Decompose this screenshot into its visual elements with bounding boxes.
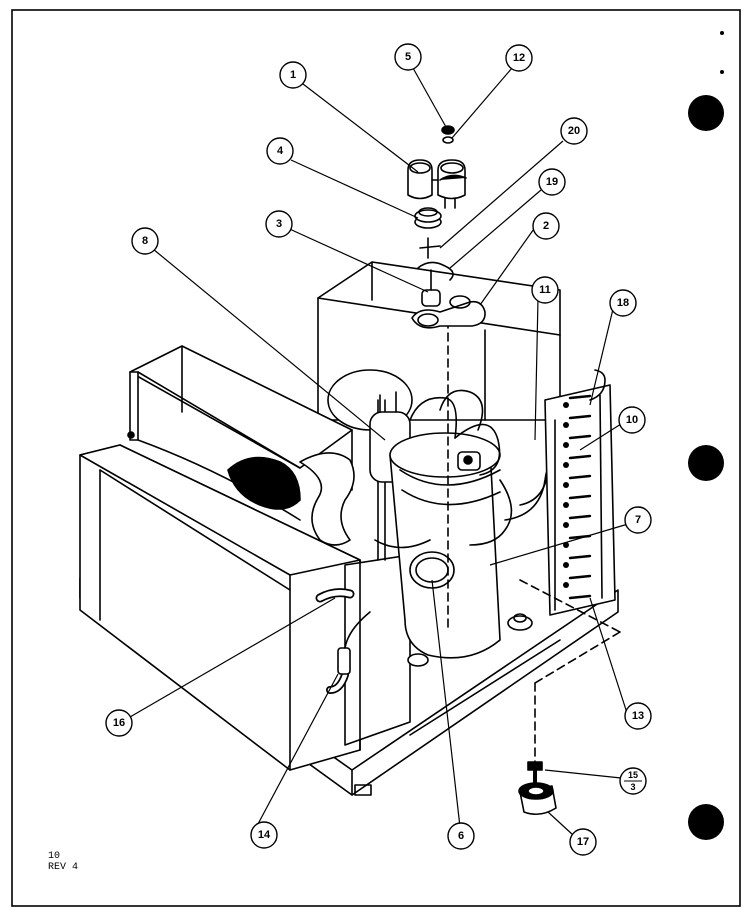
callout-13: 13 — [624, 702, 652, 730]
callout-16: 16 — [105, 709, 133, 737]
callout-label: 14 — [258, 829, 271, 841]
callout-label: 13 — [632, 710, 644, 722]
callout-label: 4 — [277, 145, 284, 157]
callout-18: 18 — [609, 289, 637, 317]
callout-label: 10 — [626, 414, 638, 426]
page-border — [11, 9, 741, 907]
callout-label: 18 — [617, 297, 629, 309]
callout-label: 2 — [543, 220, 549, 232]
callout-11: 11 — [531, 276, 559, 304]
callout-10: 10 — [618, 406, 646, 434]
callout-17: 17 — [569, 828, 597, 856]
callout-5: 5 — [394, 43, 422, 71]
callout-label: 15 — [628, 770, 638, 780]
callout-label: 11 — [539, 284, 551, 296]
unit-drawing — [79, 125, 621, 816]
callout-label: 12 — [513, 52, 525, 64]
callout-label: 8 — [142, 235, 148, 247]
revision-label: REV 4 — [48, 862, 78, 873]
callout-label: 16 — [113, 717, 125, 729]
callout-label: 3 — [276, 218, 282, 230]
callout-2: 2 — [532, 212, 560, 240]
callout-1: 1 — [279, 61, 307, 89]
binder-hole-top — [688, 95, 724, 131]
margin-dot — [720, 31, 724, 35]
margin-dot — [720, 70, 724, 74]
page-number: 10 — [48, 851, 60, 862]
callout-20: 20 — [560, 117, 588, 145]
callout-3: 3 — [265, 210, 293, 238]
binder-hole-bottom — [688, 804, 724, 840]
callout-7: 7 — [624, 506, 652, 534]
leader-lines — [129, 67, 629, 836]
callout-label: 7 — [635, 514, 641, 526]
callout-8: 8 — [131, 227, 159, 255]
callout-label: 5 — [405, 51, 411, 63]
callout-6: 6 — [447, 822, 475, 850]
callout-4: 4 — [266, 137, 294, 165]
callout-14: 14 — [250, 821, 278, 849]
callout-label: 20 — [568, 125, 580, 137]
callout-19: 19 — [538, 168, 566, 196]
callout-label: 19 — [546, 176, 558, 188]
callout-label: 1 — [290, 69, 296, 81]
callout-15: 15 3 — [619, 767, 647, 795]
binder-hole-middle — [688, 445, 724, 481]
callout-12: 12 — [505, 44, 533, 72]
callout-label: 6 — [458, 830, 464, 842]
callout-label: 17 — [577, 836, 589, 848]
callout-sublabel: 3 — [630, 782, 635, 792]
